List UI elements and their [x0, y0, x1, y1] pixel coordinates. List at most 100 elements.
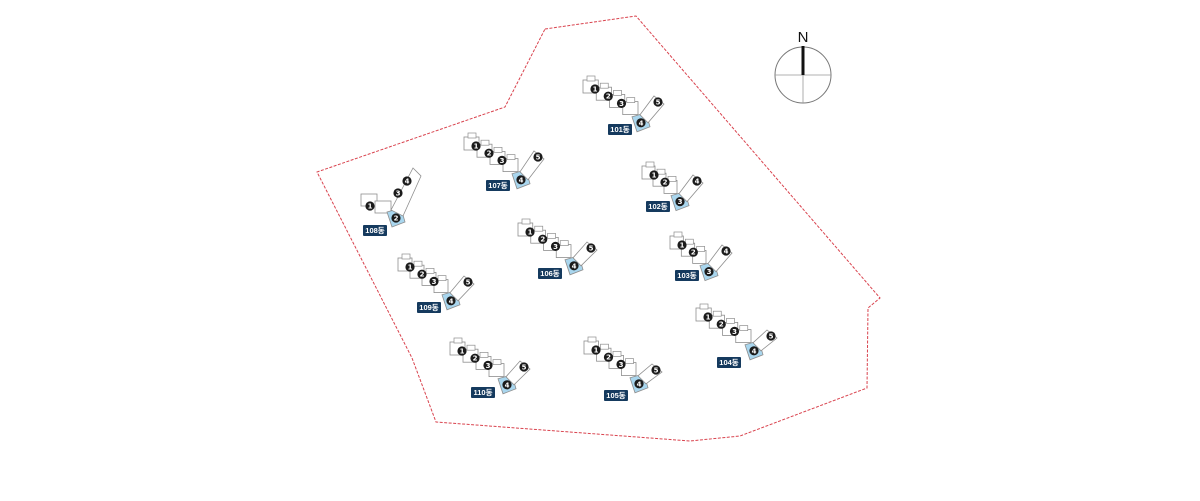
- unit-badge: [365, 201, 375, 211]
- balcony: [739, 325, 749, 331]
- unit-number: 5: [654, 367, 659, 375]
- unit-badge: [446, 296, 456, 306]
- unit-number: 3: [500, 157, 505, 165]
- unit-number: 4: [505, 381, 510, 389]
- building-label-bg: [417, 302, 441, 313]
- unit-number: 2: [473, 355, 478, 363]
- building-label-bg: [675, 270, 699, 281]
- building-label: 106동: [540, 269, 560, 278]
- unit-number: 1: [460, 348, 465, 356]
- balcony: [726, 318, 735, 324]
- unit-number: 5: [656, 99, 661, 107]
- balcony: [492, 359, 502, 365]
- unit-number: 1: [528, 229, 533, 237]
- building-label: 103동: [677, 271, 697, 280]
- unit-number: 2: [606, 354, 611, 362]
- unit-number: 1: [652, 172, 657, 180]
- unit-badge: [660, 177, 670, 187]
- building-label-bg: [486, 180, 510, 191]
- balcony: [645, 161, 655, 168]
- unit-badge: [591, 345, 601, 355]
- unit-badge: [429, 276, 439, 286]
- unit-number: 4: [405, 178, 410, 186]
- unit-badge: [550, 241, 561, 251]
- balcony: [534, 225, 544, 232]
- unit-badge: [653, 97, 663, 107]
- unit-number: 5: [522, 364, 527, 372]
- unit-badge: [729, 326, 740, 336]
- unit-badge: [525, 227, 535, 237]
- unit-badge: [704, 267, 714, 277]
- unit-badge: [402, 176, 412, 186]
- unit-badge: [586, 243, 596, 253]
- balcony: [586, 75, 596, 82]
- unit-badge: [533, 152, 543, 162]
- unit-number: 2: [394, 215, 399, 223]
- balcony: [613, 90, 622, 96]
- unit-badge: [471, 141, 481, 151]
- unit-badge: [484, 148, 494, 158]
- balcony: [466, 344, 476, 351]
- unit-badge: [470, 353, 480, 363]
- unit-number: 1: [594, 347, 599, 355]
- unit-badge: [749, 346, 759, 356]
- unit-badge: [603, 352, 614, 362]
- unit-badge: [463, 277, 473, 287]
- unit-number: 4: [695, 178, 700, 186]
- unit-number: 1: [368, 203, 373, 211]
- balcony: [453, 337, 463, 344]
- unit-badge: [538, 234, 548, 244]
- unit-number: 3: [553, 243, 558, 251]
- buildings-layer: 12345101동1234102동1234103동12345104동123451…: [360, 75, 778, 401]
- unit-block: [374, 200, 392, 214]
- balcony: [547, 233, 556, 239]
- unit-number: 4: [637, 380, 642, 388]
- unit-number: 4: [752, 347, 757, 355]
- unit-number: 4: [519, 176, 524, 184]
- unit-badge: [651, 365, 661, 375]
- balcony: [696, 246, 706, 252]
- balcony: [625, 358, 634, 364]
- unit-number: 3: [396, 190, 401, 198]
- building-label: 105동: [606, 391, 626, 400]
- balcony: [506, 154, 516, 160]
- balcony: [493, 147, 503, 153]
- unit-badge: [703, 312, 713, 322]
- unit-number: 3: [619, 100, 624, 108]
- unit-number: 2: [663, 179, 668, 187]
- building-label-bg: [717, 357, 741, 368]
- unit-badge: [516, 175, 526, 185]
- unit-badge: [716, 319, 726, 329]
- balcony: [599, 82, 609, 89]
- unit-number: 5: [769, 333, 774, 341]
- unit-badge: [616, 359, 626, 369]
- unit-badge: [569, 261, 579, 271]
- building-label-bg: [471, 387, 495, 398]
- unit-badge: [391, 213, 401, 223]
- building-label: 107동: [488, 181, 508, 190]
- unit-number: 4: [449, 297, 454, 305]
- unit-number: 1: [408, 264, 413, 272]
- unit-number: 2: [606, 93, 611, 101]
- unit-number: 3: [732, 328, 737, 336]
- unit-badge: [393, 188, 403, 198]
- compass-north-label: N: [798, 29, 809, 46]
- balcony: [413, 260, 423, 267]
- unit-badge: [497, 155, 507, 165]
- unit-badge: [502, 380, 512, 390]
- balcony: [612, 351, 622, 357]
- building-label-bg: [604, 390, 628, 401]
- unit-badge: [688, 247, 698, 257]
- unit-badge: [405, 262, 415, 272]
- balcony: [479, 352, 489, 358]
